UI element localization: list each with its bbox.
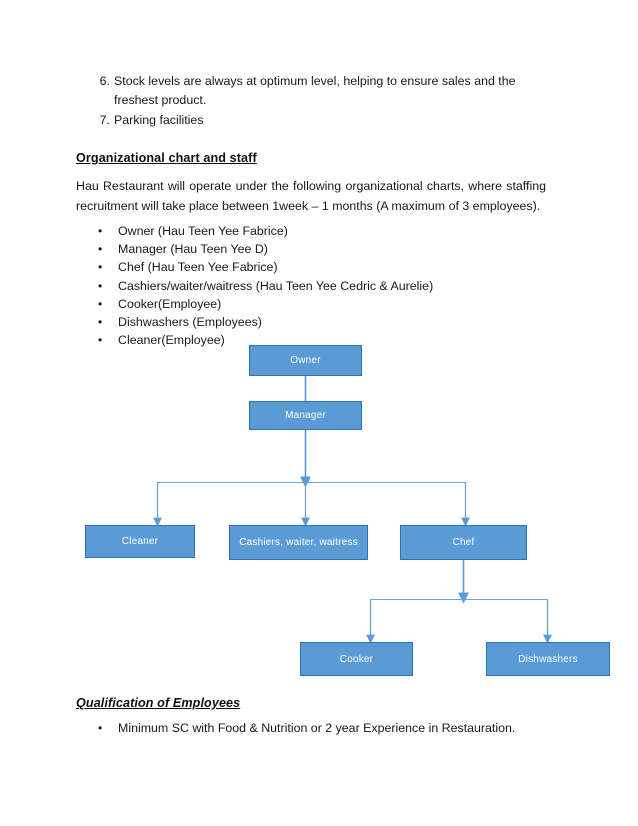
list-item-text: Cleaner(Employee) [118, 333, 225, 348]
qualification-bullet-list: • Minimum SC with Food & Nutrition or 2 … [76, 719, 546, 737]
numbered-list: 6. Stock levels are always at optimum le… [76, 72, 546, 131]
org-node-chef[interactable]: Chef [400, 525, 527, 560]
list-item-text: Cashiers/waiter/waitress (Hau Teen Yee C… [118, 278, 434, 293]
paragraph-organizational: Hau Restaurant will operate under the fo… [76, 179, 546, 213]
list-item: • Owner (Hau Teen Yee Fabrice) [76, 222, 546, 240]
org-node-owner[interactable]: Owner [249, 345, 362, 376]
list-item: • Cooker(Employee) [76, 295, 546, 313]
list-item-text: Parking facilities [114, 113, 204, 127]
bullet-icon: • [98, 278, 103, 293]
list-item-text: Chef (Hau Teen Yee Fabrice) [118, 260, 278, 275]
list-item-text: Minimum SC with Food & Nutrition or 2 ye… [118, 721, 516, 735]
org-node-label: Chef [452, 537, 475, 548]
list-item: 7. Parking facilities [76, 111, 546, 130]
org-node-label: Dishwashers [518, 653, 578, 665]
org-node-cooker[interactable]: Cooker [300, 642, 413, 676]
org-node-label: Owner [290, 355, 321, 366]
org-node-manager[interactable]: Manager [249, 401, 362, 430]
org-node-label: Manager [285, 410, 326, 421]
bullet-icon: • [98, 242, 103, 257]
list-item: • Dishwashers (Employees) [76, 313, 546, 331]
list-item: • Cleaner(Employee) [76, 331, 546, 349]
list-item: • Cashiers/waiter/waitress (Hau Teen Yee… [76, 277, 546, 295]
list-item-text: Owner (Hau Teen Yee Fabrice) [118, 224, 288, 238]
org-node-dishwashers[interactable]: Dishwashers [486, 642, 610, 676]
list-item: • Minimum SC with Food & Nutrition or 2 … [76, 719, 546, 737]
list-item: 6. Stock levels are always at optimum le… [76, 72, 546, 110]
list-item: • Manager (Hau Teen Yee D) [76, 240, 546, 258]
bullet-icon: • [98, 260, 103, 275]
list-item-text: Dishwashers (Employees) [118, 315, 262, 330]
list-marker: 6. [99, 74, 110, 88]
organizational-chart: Owner Manager Cleaner Cashiers, waiter, … [0, 330, 638, 690]
list-item-text: Cooker(Employee) [118, 296, 222, 311]
org-node-label: Cleaner [121, 536, 159, 547]
bullet-icon: • [98, 721, 103, 735]
org-chart-connectors [153, 376, 552, 644]
bullet-icon: • [98, 333, 103, 348]
bullet-icon: • [98, 315, 103, 330]
list-item-text: Stock levels are always at optimum level… [114, 74, 516, 107]
org-node-label: Cooker [339, 653, 374, 665]
org-node-cleaner[interactable]: Cleaner [85, 525, 195, 558]
list-item-text: Manager (Hau Teen Yee D) [118, 242, 268, 257]
section-heading-organizational-chart: Organizational chart and staff [76, 151, 257, 165]
org-node-cashiers[interactable]: Cashiers, waiter, waitress [229, 525, 368, 560]
bullet-icon: • [98, 296, 103, 311]
bullet-icon: • [98, 224, 103, 238]
staff-bullet-list: • Owner (Hau Teen Yee Fabrice) • Manager… [76, 222, 546, 349]
section-heading-qualification: Qualification of Employees [76, 696, 241, 710]
list-marker: 7. [99, 113, 110, 127]
list-item: • Chef (Hau Teen Yee Fabrice) [76, 258, 546, 276]
org-node-label: Cashiers, waiter, waitress [239, 537, 358, 548]
